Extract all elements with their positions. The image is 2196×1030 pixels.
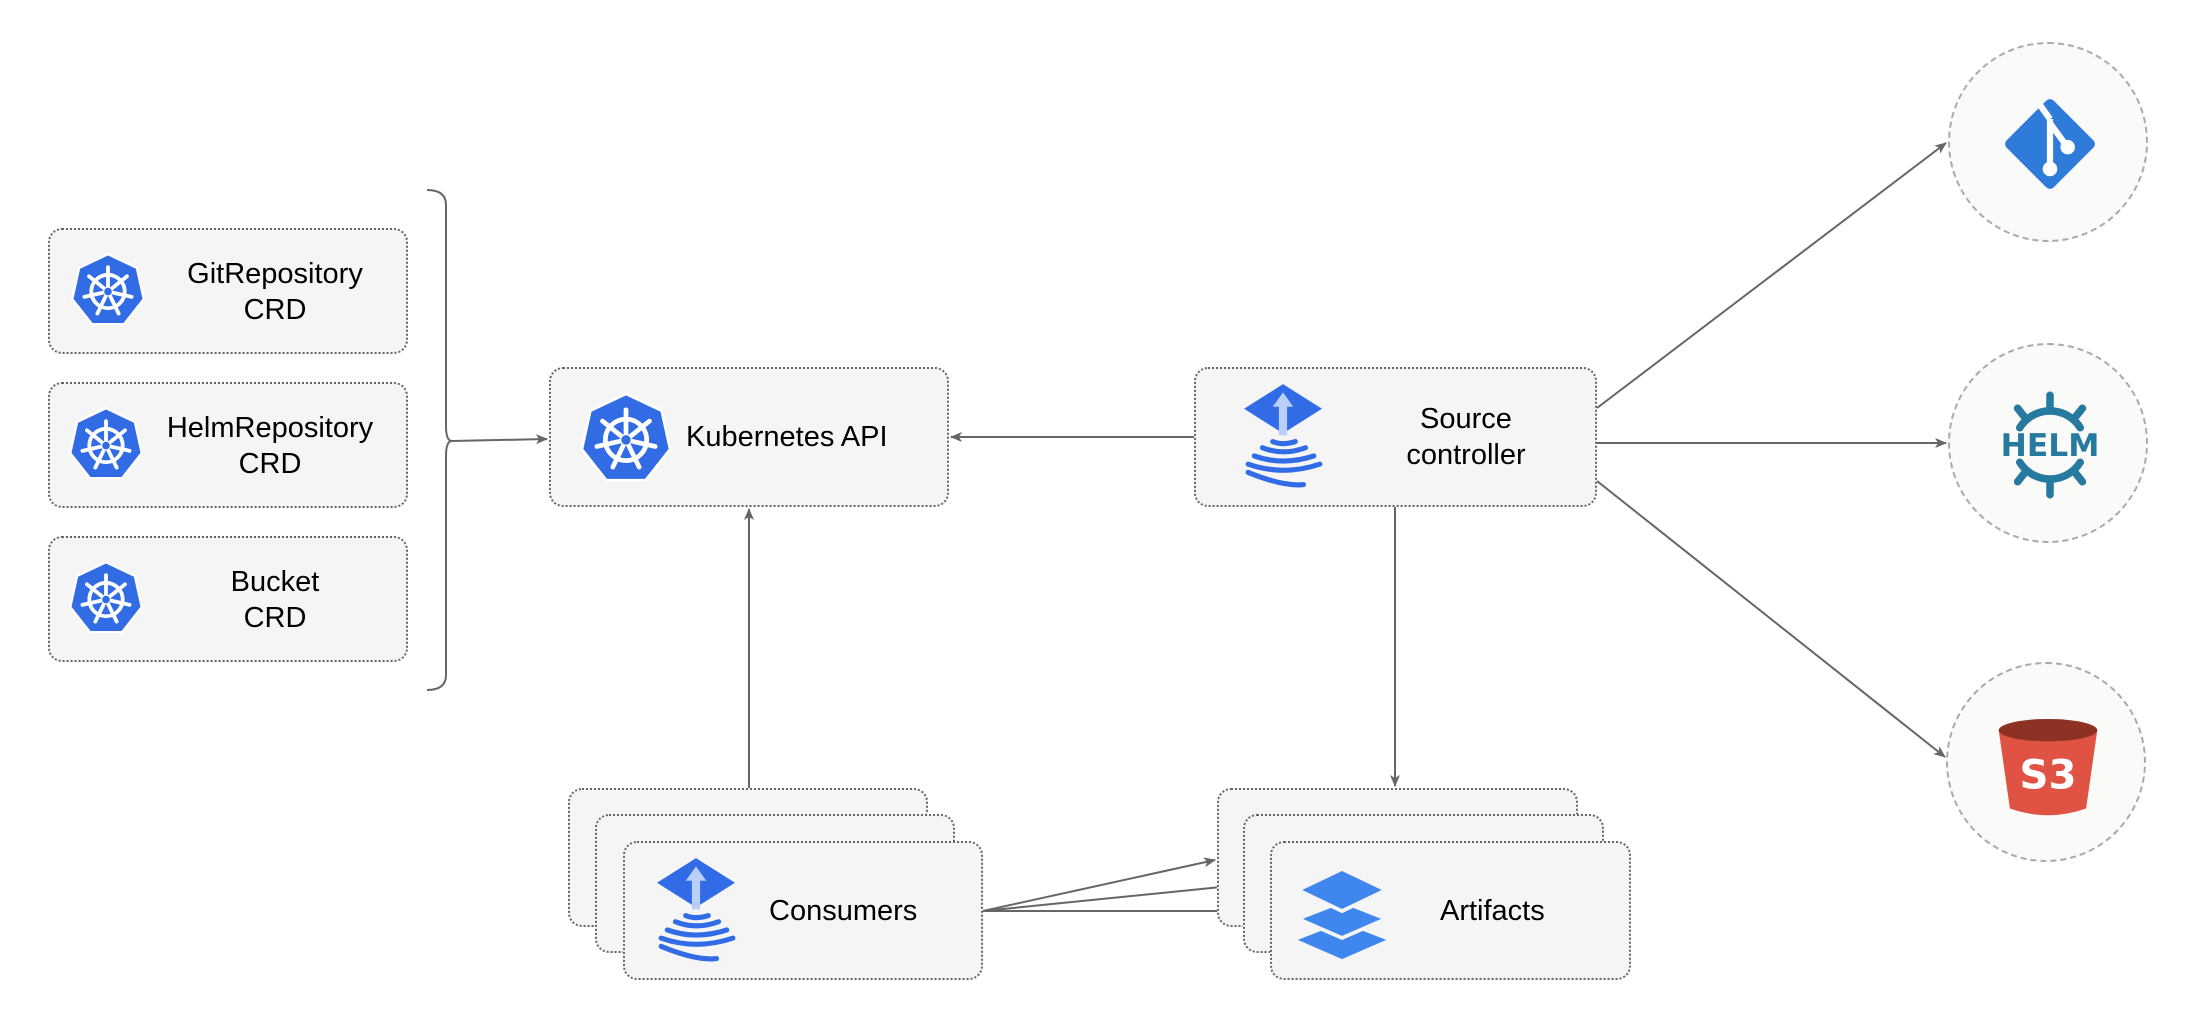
kubernetes-icon <box>70 252 146 328</box>
git-icon <box>2005 99 2095 189</box>
artifacts-label: Artifacts <box>1440 895 1545 927</box>
s3-source-node[interactable]: S3 <box>1946 662 2146 862</box>
kubernetes-icon <box>579 391 673 485</box>
kubernetes-icon <box>68 406 144 482</box>
helm-wordmark: HELM <box>2001 428 2100 464</box>
edge-crds-to-api <box>451 434 548 445</box>
consumers-node[interactable]: Consumers <box>623 841 983 980</box>
layers-icon <box>1294 865 1390 961</box>
kubernetes-api-node[interactable]: Kubernetes API <box>549 367 949 507</box>
kubernetes-api-label: Kubernetes API <box>686 421 888 453</box>
consumers-label: Consumers <box>769 895 918 927</box>
edge-consumers-to-artifacts-1 <box>982 857 1216 912</box>
edge-consumers-to-artifacts-2 <box>982 881 1242 912</box>
edge-source-to-git <box>1596 142 1947 409</box>
artifacts-node[interactable]: Artifacts <box>1270 841 1631 980</box>
helm-icon: HELM <box>2001 391 2100 499</box>
flux-icon <box>1242 381 1324 496</box>
s3-bucket-icon: S3 <box>1998 718 2098 816</box>
edge-source-to-s3 <box>1596 480 1946 758</box>
flux-icon <box>655 855 737 970</box>
kubernetes-icon <box>68 560 144 636</box>
git-source-node[interactable] <box>1948 42 2148 242</box>
crd-bracket <box>426 189 453 691</box>
helm-source-node[interactable]: HELM <box>1948 343 2148 543</box>
s3-wordmark: S3 <box>2019 751 2076 798</box>
